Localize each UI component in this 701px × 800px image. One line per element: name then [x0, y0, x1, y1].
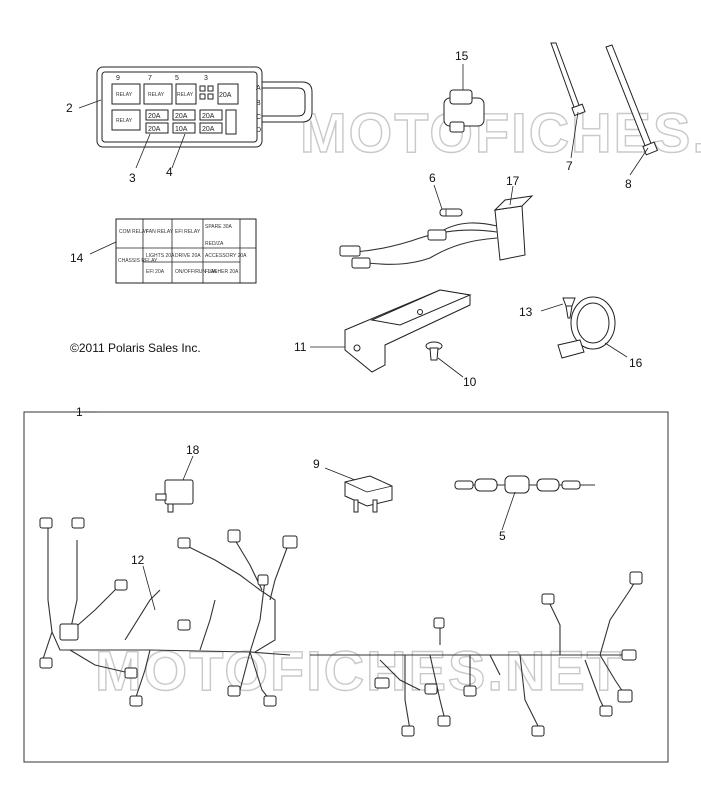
chart-red: RED/ZA: [205, 241, 224, 247]
chart-lights: LIGHTS 20A: [146, 253, 175, 259]
chart-drive: DRIVE 20A: [175, 253, 201, 259]
fuse-box-row-b: B: [256, 100, 261, 107]
callout-3: 3: [129, 171, 136, 185]
fuse-box-row-d: D: [256, 127, 261, 134]
callout-4: 4: [166, 165, 173, 179]
callout-1: 1: [76, 405, 83, 419]
chart-com-relay: COM RELAY: [119, 229, 149, 235]
chart-spare: SPARE 30A: [205, 224, 233, 230]
chart-efi: EFI 20A: [146, 269, 165, 275]
fuse-box-col-5: 5: [175, 75, 179, 82]
fuse-box: 9 7 5 3 A B C D RELAY RELAY RELAY RELAY …: [96, 66, 313, 148]
callout-6: 6: [429, 171, 436, 185]
relay-2: RELAY: [148, 92, 165, 98]
fuse-a: 20A: [219, 92, 232, 99]
callout-9: 9: [313, 457, 320, 471]
fuse-box-row-a: A: [256, 85, 261, 92]
chart-chassis-relay: CHASSIS RELAY: [118, 258, 158, 264]
clamp-16: [557, 296, 616, 359]
chart-fan-relay: FAN RELAY: [146, 229, 174, 235]
screw-6: [439, 208, 463, 217]
fuse-box-col-3: 3: [204, 75, 208, 82]
leader-lines: [78, 64, 649, 611]
fuse-b2: 20A: [175, 113, 188, 120]
main-harness-right: [310, 571, 643, 737]
fuse-c1: 20A: [148, 126, 161, 133]
callout-11: 11: [294, 340, 307, 354]
relay-4: RELAY: [116, 118, 133, 124]
bracket-11: [344, 289, 472, 373]
fuse-chart-decal: COM RELAY FAN RELAY EFI RELAY SPARE 30A …: [115, 218, 257, 284]
chart-accessory: ACCESSORY 20A: [205, 253, 247, 259]
callout-8: 8: [625, 177, 632, 191]
fuse-c2: 10A: [175, 126, 188, 133]
fuse-box-col-7: 7: [148, 75, 152, 82]
cable-tie-8: [605, 44, 659, 156]
cable-tie-7: [550, 42, 586, 117]
callout-17: 17: [506, 174, 520, 188]
fuse-b3: 20A: [202, 113, 215, 120]
callout-16: 16: [629, 356, 643, 370]
callout-14: 14: [70, 251, 84, 265]
fuse-box-col-9: 9: [116, 75, 120, 82]
screw-13: [562, 297, 576, 319]
push-pin-10: [425, 341, 443, 361]
harness-frame: [23, 411, 669, 763]
relay-18: [155, 479, 194, 513]
callout-18: 18: [186, 443, 200, 457]
callout-12: 12: [131, 553, 145, 567]
chart-on-off: ON/OFF/RUN 10A: [175, 269, 217, 275]
connector-15: [443, 89, 485, 133]
fuse-holder-5: [454, 475, 595, 494]
callout-10: 10: [463, 375, 477, 389]
callout-2: 2: [66, 101, 73, 115]
callout-7: 7: [566, 159, 573, 173]
fuse-c3: 20A: [202, 126, 215, 133]
sub-harness-17: [339, 195, 534, 269]
copyright-notice: ©2011 Polaris Sales Inc.: [70, 341, 201, 355]
callout-5: 5: [499, 529, 506, 543]
relay-3: RELAY: [177, 92, 194, 98]
callout-15: 15: [455, 49, 469, 63]
chart-efi-relay: EFI RELAY: [175, 229, 201, 235]
relay-1: RELAY: [116, 92, 133, 98]
callout-13: 13: [519, 305, 533, 319]
fuse-b1: 20A: [148, 113, 161, 120]
main-harness-left: [39, 517, 298, 707]
watermark-bottom: MOTOFICHES.NET: [95, 639, 623, 702]
fuse-box-row-c: C: [256, 114, 261, 121]
circuit-breaker-9: [344, 475, 393, 513]
chart-flasher: FLASHER 20A: [205, 269, 239, 275]
